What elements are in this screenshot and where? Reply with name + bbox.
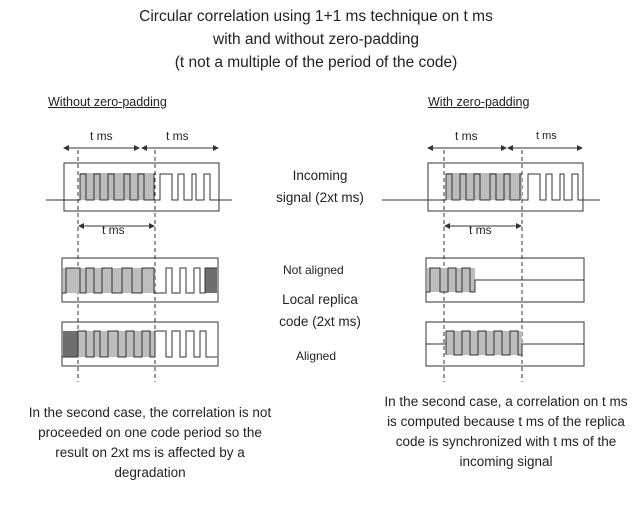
incoming-label-line-1: Incoming <box>292 168 348 183</box>
title-line-1: Circular correlation using 1+1 ms techni… <box>139 8 493 25</box>
left-caption: In the second case, the correlation is n… <box>28 405 272 480</box>
without-zero-padding-heading: Without zero-padding <box>48 95 167 109</box>
incoming-label-line-2: signal (2xt ms) <box>276 190 364 205</box>
right-replica-not-aligned <box>425 257 585 303</box>
title-line-2: with and without zero-padding <box>213 31 419 48</box>
right-tms-label-1: t ms <box>455 129 478 143</box>
title-line-3: (t not a multiple of the period of the c… <box>174 54 458 71</box>
left-replica-aligned <box>61 321 219 367</box>
left-tms-label-1: t ms <box>90 129 113 143</box>
replica-label-line-2: code (2xt ms) <box>279 314 361 329</box>
aligned-label: Aligned <box>296 349 337 363</box>
not-aligned-label: Not aligned <box>283 263 344 277</box>
right-caption: In the second case, a correlation on t m… <box>384 394 628 469</box>
right-incoming-signal <box>412 162 600 212</box>
right-replica-aligned <box>425 321 585 367</box>
left-incoming-signal <box>46 162 232 212</box>
left-tms-label-2: t ms <box>166 129 189 143</box>
left-replica-not-aligned <box>61 257 219 303</box>
with-zero-padding-heading: With zero-padding <box>428 95 530 109</box>
replica-label-line-1: Local replica <box>282 292 358 307</box>
right-tms-label-2: t ms <box>536 130 557 142</box>
